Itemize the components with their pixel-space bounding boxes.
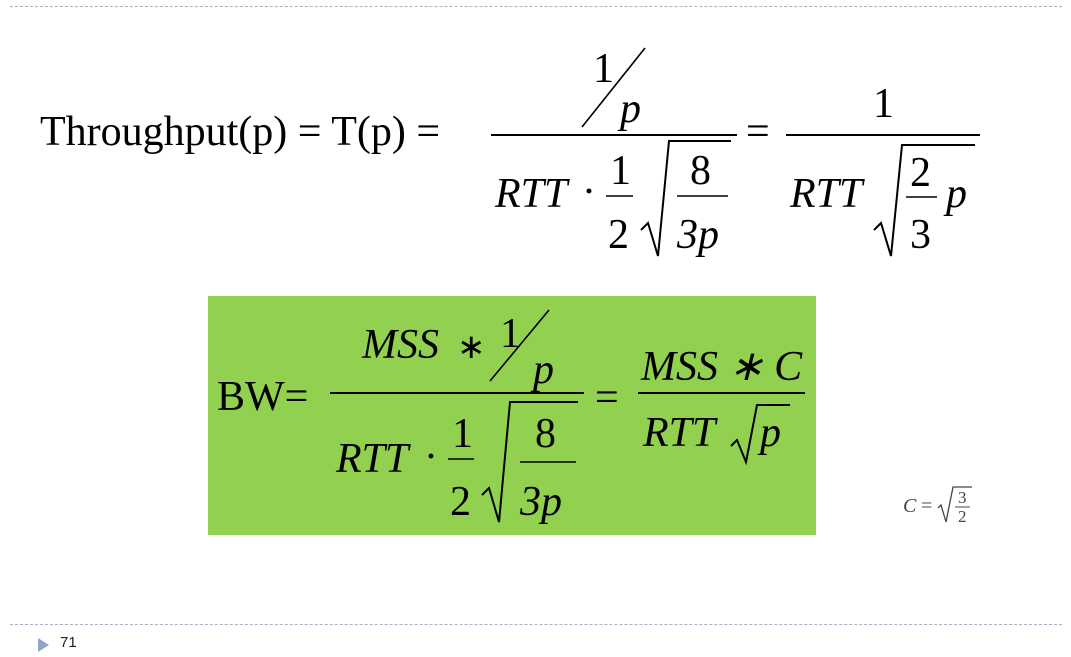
eq1-root-num: 8 — [690, 148, 711, 194]
eq1-half-num: 1 — [610, 148, 631, 194]
eq1-dot: · — [582, 169, 596, 215]
eq2-root-num: 8 — [535, 411, 556, 457]
throughput-lhs: Throughput(p) = T(p) = — [40, 109, 440, 155]
eq3-root-den: 2 — [958, 507, 967, 526]
eq2-half-num: 1 — [452, 411, 473, 457]
eq2-root-den: 3p — [519, 479, 562, 525]
eq2-slash — [489, 309, 550, 382]
eq2-star: ∗ — [457, 329, 486, 366]
slide-number: 71 — [60, 634, 77, 651]
eq2-dot: · — [424, 434, 438, 480]
eq1-root-den: 3p — [676, 212, 719, 258]
eq2-equals: = — [595, 375, 619, 421]
bw-lhs: BW= — [217, 374, 308, 420]
slide-marker-icon — [38, 638, 49, 652]
eq2-rhs-num: MSS ∗ C — [640, 344, 803, 390]
eq1-rhs-rtt: RTT — [789, 171, 865, 217]
eq3-radical — [937, 486, 972, 523]
eq1-radical — [640, 140, 731, 257]
eq2-num-one: 1 — [500, 311, 521, 357]
eq1-rhs-radical — [873, 144, 975, 257]
eq2-mss: MSS — [361, 322, 439, 368]
throughput-formula: Throughput(p) = T(p) = 1 p RTT · 1 2 8 3… — [40, 46, 980, 258]
top-divider — [10, 6, 1062, 7]
bandwidth-formula: BW= MSS ∗ 1 p RTT · 1 2 8 3p = MSS ∗ C R… — [217, 309, 805, 525]
eq3-c: C — [903, 495, 917, 517]
eq1-rhs-num: 1 — [873, 81, 894, 127]
bottom-divider — [10, 624, 1062, 625]
eq2-rhs-rtt: RTT — [642, 410, 718, 456]
eq2-rhs-radical — [730, 404, 790, 466]
eq1-rtt: RTT — [494, 171, 570, 217]
eq1-slash — [581, 47, 646, 128]
eq2-rtt: RTT — [335, 436, 411, 482]
eq3-root-num: 3 — [958, 488, 967, 507]
eq1-half-den: 2 — [608, 212, 629, 258]
eq1-rhs-root-num: 2 — [910, 150, 931, 196]
eq2-num-p: p — [530, 347, 554, 393]
eq2-radical — [481, 401, 578, 523]
eq3-equals: = — [921, 495, 932, 517]
eq1-rhs-root-den: 3 — [910, 212, 931, 258]
bandwidth-formula-highlight — [208, 296, 816, 535]
c-constant-formula: C = 3 2 — [903, 486, 972, 526]
eq1-num-p: p — [617, 86, 641, 132]
eq1-rhs-p: p — [943, 171, 967, 217]
eq1-equals: = — [746, 109, 770, 155]
eq1-num-one: 1 — [593, 46, 614, 92]
eq2-rhs-p: p — [757, 410, 781, 456]
eq2-half-den: 2 — [450, 479, 471, 525]
